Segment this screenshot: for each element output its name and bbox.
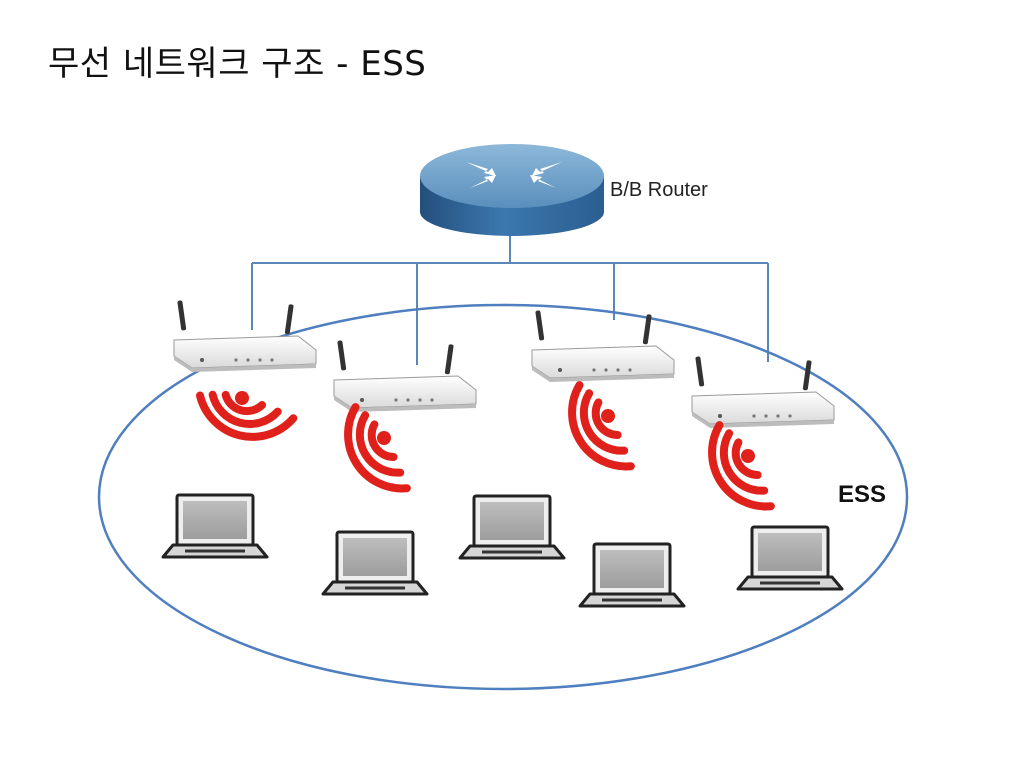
router-label: B/B Router [610,179,708,201]
router-icon [420,144,604,236]
laptop-icon [736,525,844,591]
laptop-icon [578,542,686,608]
wifi-signal-icon [332,407,428,494]
laptop-icon [458,494,566,560]
network-links [251,230,769,365]
ess-label: ESS [838,481,886,508]
slide-title: 무선 네트워크 구조 - ESS [48,44,427,84]
laptop-icon [161,493,269,559]
wifi-signal-icon [556,385,652,472]
wifi-signal-icon [696,425,792,512]
wifi-signal-icon [199,366,295,453]
access-point-icon [333,339,477,413]
laptop-icon [321,530,429,596]
access-point-icon [691,355,835,429]
access-point-icon [531,309,675,383]
ess-boundary [97,303,909,691]
access-point-icon [173,299,317,373]
